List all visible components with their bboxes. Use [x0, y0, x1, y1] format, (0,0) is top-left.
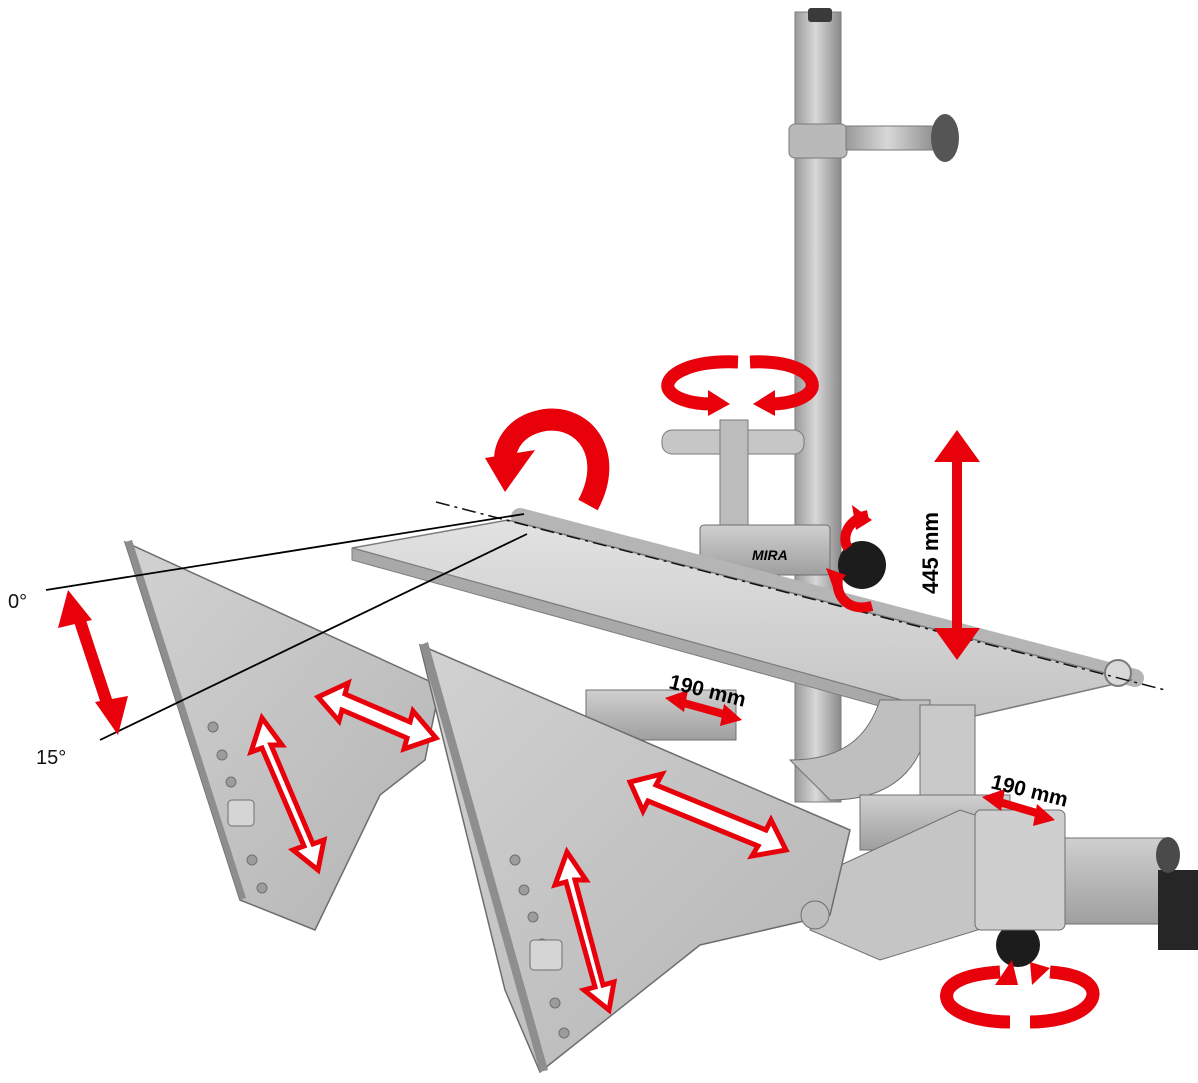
knob-rotate-arrow-icon — [826, 505, 874, 613]
rotate-arrow-icon — [661, 355, 819, 416]
tube-end-cap — [1158, 870, 1198, 950]
brand-mark: MIRA — [752, 547, 788, 563]
lower-clamp — [974, 809, 1066, 931]
post-cap — [808, 8, 832, 22]
annotations — [58, 355, 1100, 1029]
right-fin-edge — [420, 642, 548, 1072]
side-arm — [845, 125, 939, 151]
angle-line-15 — [99, 533, 528, 741]
curl-arrow-icon — [485, 408, 610, 511]
height-double-arrow-icon — [934, 430, 980, 660]
angle-line-0 — [45, 513, 525, 591]
side-arm-knob — [931, 114, 959, 162]
reference-lines — [45, 501, 1166, 741]
tube-knob — [1156, 837, 1180, 873]
tilt-double-arrow-icon — [58, 590, 128, 735]
angle-label-0: 0° — [8, 591, 27, 613]
left-fin-edge — [125, 540, 246, 900]
guide-rod — [511, 508, 1144, 687]
post-collar — [788, 123, 848, 159]
rod-end — [1104, 659, 1132, 687]
right-plate-bolt — [529, 939, 563, 971]
bottom-rotate-arrow-icon — [940, 960, 1100, 1029]
width-lower-double-arrow-icon — [982, 789, 1055, 826]
frame-arch — [788, 699, 931, 801]
left-fin-plate — [123, 540, 441, 931]
right-fin-plate — [418, 643, 851, 1074]
centerline — [435, 501, 1166, 691]
machine: MIRA — [123, 8, 1198, 1074]
left-plate-bolt — [227, 799, 255, 827]
star-knob — [838, 541, 886, 589]
height-label: 445 mm — [918, 512, 943, 594]
width-upper-double-arrow-icon — [665, 690, 742, 726]
hollow-double-arrow-icon — [247, 678, 790, 1015]
angle-label-15: 15° — [36, 747, 66, 769]
pivot-bolt — [800, 900, 830, 930]
lower-star-knob — [996, 923, 1040, 967]
